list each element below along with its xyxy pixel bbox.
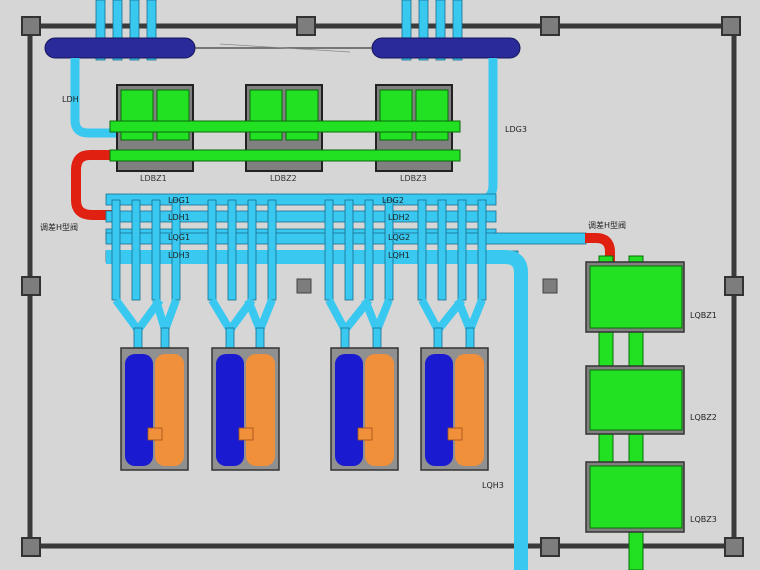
drop <box>364 199 374 301</box>
tank-orange <box>365 354 394 466</box>
frame-column-top-mid-left <box>296 16 316 36</box>
label-ldh: LDH <box>62 95 79 104</box>
riser <box>401 0 412 61</box>
riser <box>95 0 106 61</box>
tank-blue <box>335 354 363 466</box>
label-ldg1: LDG1 <box>168 196 190 205</box>
riser <box>112 0 123 61</box>
unit-lqbz2-body <box>589 369 683 431</box>
label-ldh2: LDH2 <box>388 213 410 222</box>
drop <box>344 199 354 301</box>
unit-lqbz1-body <box>589 265 683 329</box>
right-green-system <box>585 255 685 570</box>
tank-pump <box>238 427 254 441</box>
drop <box>417 199 427 301</box>
tank-orange <box>455 354 484 466</box>
building-frame <box>21 16 744 557</box>
tank-group-1 <box>120 347 189 471</box>
green-header-upper <box>109 120 461 133</box>
inner-column-1 <box>296 278 312 294</box>
drop <box>247 199 257 301</box>
drop <box>324 199 334 301</box>
riser <box>129 0 140 61</box>
label-lqbz1: LQBZ1 <box>690 311 717 320</box>
pipe-ldh1 <box>105 210 497 223</box>
top-risers <box>95 0 463 61</box>
ldh-pipe <box>70 58 120 138</box>
frame-column-bottom-left <box>21 537 41 557</box>
frame-column-bottom-right <box>724 537 744 557</box>
drop <box>207 199 217 301</box>
right-header-drum <box>371 37 521 59</box>
frame-column-top-right <box>721 16 741 36</box>
label-ldbz1: LDBZ1 <box>140 174 167 183</box>
label-ldbz2: LDBZ2 <box>270 174 297 183</box>
drop <box>437 199 447 301</box>
drop <box>227 199 237 301</box>
tank-group-2 <box>211 347 280 471</box>
tank-orange <box>246 354 275 466</box>
tank-pump <box>147 427 163 441</box>
label-ldg3: LDG3 <box>505 125 527 134</box>
pipe-ldg1 <box>105 193 497 206</box>
frame-column-bottom-mid <box>540 537 560 557</box>
riser <box>435 0 446 61</box>
drop <box>131 199 141 301</box>
label-valve-left: 调差H型阀 <box>40 222 78 232</box>
label-valve-right: 调差H型阀 <box>588 220 626 230</box>
tank-blue <box>216 354 244 466</box>
label-lqg2: LQG2 <box>388 233 410 242</box>
drop <box>267 199 277 301</box>
lqh3-riser <box>106 250 528 570</box>
riser <box>146 0 157 61</box>
tank-pump <box>447 427 463 441</box>
unit-lqbz3-body <box>589 465 683 529</box>
label-ldh3: LDH3 <box>168 251 190 260</box>
tank-group-3 <box>330 347 399 471</box>
label-lqg1: LQG1 <box>168 233 190 242</box>
label-lqh3: LQH3 <box>482 481 504 490</box>
label-lqh1: LQH1 <box>388 251 410 260</box>
left-header-drum <box>44 37 196 59</box>
drop <box>111 199 121 301</box>
red-return-pipe <box>71 150 118 220</box>
tank-blue <box>125 354 153 466</box>
frame-column-top-mid-right <box>540 16 560 36</box>
tank-pump <box>357 427 373 441</box>
label-ldbz3: LDBZ3 <box>400 174 427 183</box>
label-lqbz3: LQBZ3 <box>690 515 717 524</box>
riser <box>452 0 463 61</box>
label-lqbz2: LQBZ2 <box>690 413 717 422</box>
tank-blue <box>425 354 453 466</box>
label-ldh1: LDH1 <box>168 213 190 222</box>
label-ldg2: LDG2 <box>382 196 404 205</box>
green-header-lower <box>109 149 461 162</box>
header-connector-brace <box>219 43 351 53</box>
frame-column-left-mid <box>21 276 41 296</box>
riser <box>418 0 429 61</box>
tank-orange <box>155 354 184 466</box>
drop <box>477 199 487 301</box>
frame-column-top-left <box>21 16 41 36</box>
tank-group-4 <box>420 347 489 471</box>
right-red-elbow <box>585 233 615 262</box>
inner-column-2 <box>542 278 558 294</box>
drop <box>457 199 467 301</box>
frame-column-right-mid <box>724 276 744 296</box>
drop <box>151 199 161 301</box>
vertical-drops <box>111 199 487 301</box>
